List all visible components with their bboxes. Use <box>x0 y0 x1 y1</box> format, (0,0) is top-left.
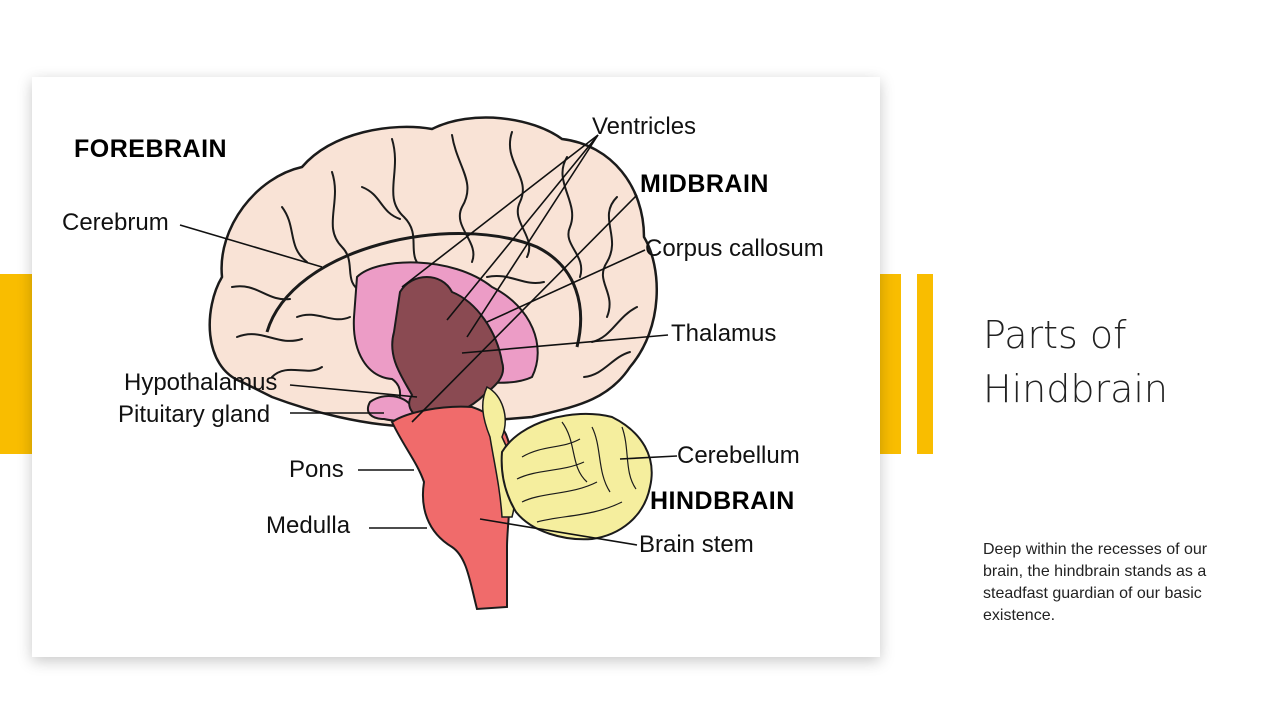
label-hypothalamus: Hypothalamus <box>124 369 277 396</box>
label-corpus-callosum: Corpus callosum <box>645 235 824 262</box>
label-pituitary-gland: Pituitary gland <box>118 401 270 428</box>
label-midbrain: MIDBRAIN <box>640 170 769 198</box>
slide-title: Parts of Hindbrain <box>983 308 1263 416</box>
label-ventricles: Ventricles <box>592 113 696 140</box>
label-cerebellum: Cerebellum <box>677 442 800 469</box>
accent-bar-right <box>917 274 933 454</box>
label-pons: Pons <box>289 456 344 483</box>
accent-bar-left <box>0 274 32 454</box>
label-medulla: Medulla <box>266 512 351 539</box>
label-cerebrum: Cerebrum <box>62 209 169 236</box>
brain-diagram-figure: FOREBRAIN MIDBRAIN HINDBRAIN Ventricles … <box>32 77 880 657</box>
label-brain-stem: Brain stem <box>639 531 754 558</box>
label-thalamus: Thalamus <box>671 320 776 347</box>
accent-bar-middle <box>880 274 901 454</box>
label-forebrain: FOREBRAIN <box>74 135 227 163</box>
slide-body-text: Deep within the recesses of our brain, t… <box>983 539 1223 627</box>
label-hindbrain: HINDBRAIN <box>650 487 795 515</box>
brain-diagram: FOREBRAIN MIDBRAIN HINDBRAIN Ventricles … <box>32 77 880 657</box>
